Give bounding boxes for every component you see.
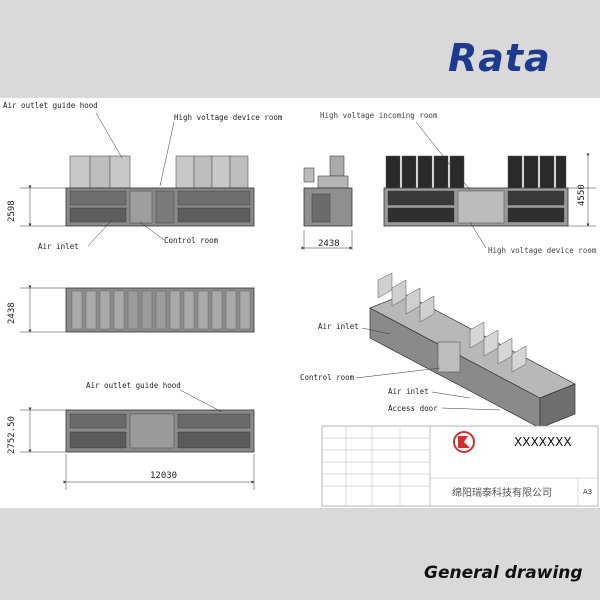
roof-panel [225,290,237,330]
dim-top-width: 2438 [7,302,17,324]
duct [317,175,349,189]
roof-panel [169,290,181,330]
roof-panel [85,290,97,330]
inlet-panel [177,207,251,223]
hood-dark [449,155,465,189]
sheet-size: A3 [583,488,592,496]
roof-panel [113,290,125,330]
top-view: 2438 [7,285,255,333]
outlet-hood [89,155,111,189]
inlet-panel [69,207,127,223]
title-block: XXXXXXX 绵阳瑞泰科技有限公司 A3 [321,425,599,507]
bottom-panel [69,413,127,429]
side-view-long: High voltage incoming room High voltage … [320,111,597,255]
roof-panel [197,290,209,330]
outlet-hood [229,155,249,189]
outlet-hood [109,155,131,189]
dim-front-height: 2598 [7,200,17,222]
label-air-outlet-hood-bottom: Air outlet guide hood [86,381,181,390]
label-iso-access-door: Access door [388,404,438,413]
label-iso-air-inlet: Air inlet [318,322,359,331]
outlet-hood [69,155,91,189]
dim-overall-length: 12030 [150,471,177,481]
label-iso-air-inlet-bottom: Air inlet [388,387,429,396]
title-block-logo-mark [458,436,470,448]
hood-dark [417,155,433,189]
roof-panel [141,290,153,330]
bottom-view: Air outlet guide hood 2752.50 12030 [7,381,255,490]
general-drawing: Air outlet guide hood High voltage devic… [3,101,599,507]
drawing-sheet: Air outlet guide hood High voltage devic… [0,98,600,508]
side-hood [303,167,315,183]
label-hv-device-room-side: High voltage device room [488,246,597,255]
iso-hood [483,329,499,357]
iso-hood [469,321,485,349]
hv-room-panel [457,190,505,224]
iso-hood [497,337,513,365]
caption: General drawing [424,563,583,583]
outlet-hood [211,155,231,189]
roof-panel [183,290,195,330]
bottom-panel [177,413,251,429]
bottom-panel [69,431,127,449]
label-control-room: Control room [164,236,219,245]
hood-dark [507,155,523,189]
roof-panel [211,290,223,330]
title-block-logo [453,431,475,453]
hood-dark [433,155,449,189]
label-hv-device-room: High voltage device room [174,113,283,122]
roof-panel [239,290,251,330]
iso-hood [405,287,421,315]
roof-panel [127,290,139,330]
outlet-hood [193,155,213,189]
inlet-panel [387,207,455,223]
hood-dark [539,155,555,189]
front-view: Air outlet guide hood High voltage devic… [3,101,283,251]
hv-device-panel [155,190,175,224]
hood-dark [385,155,401,189]
roof-panel [71,290,83,330]
hood-dark [401,155,417,189]
control-room-door [129,190,153,224]
hood-dark [523,155,539,189]
dim-side-width: 2438 [318,239,340,249]
iso-view: Air inlet Control room Air inlet Access … [300,272,576,429]
inlet-panel [387,190,455,206]
iso-hood [419,295,435,323]
iso-hood [377,272,393,299]
dim-side-height: 4550 [577,184,587,206]
roof-panel [155,290,167,330]
company-name: 绵阳瑞泰科技有限公司 [452,486,552,499]
inlet-panel [507,190,565,206]
outlet-hood [175,155,195,189]
footer-band [0,508,600,600]
duct-hood [329,155,345,177]
drawing-number: XXXXXXX [514,435,572,449]
label-air-inlet: Air inlet [38,242,79,251]
dim-bottom-height: 2752.50 [7,416,17,454]
side-view-small: 2438 [301,155,353,250]
label-hv-incoming-room: High voltage incoming room [320,111,438,120]
rata-logo: Rata [448,36,551,80]
iso-hood [511,345,527,373]
iso-end-face [539,383,576,429]
label-iso-control-room: Control room [300,373,355,382]
iso-control-room [437,341,461,373]
side-door [311,193,331,223]
inlet-panel [69,190,127,206]
iso-hood [391,279,407,307]
bottom-center [129,413,175,449]
header-band: Rata [0,0,600,98]
label-air-outlet-hood: Air outlet guide hood [3,101,98,110]
inlet-panel [507,207,565,223]
hood-dark [555,155,567,189]
inlet-panel [177,190,251,206]
bottom-panel [177,431,251,449]
roof-panel [99,290,111,330]
